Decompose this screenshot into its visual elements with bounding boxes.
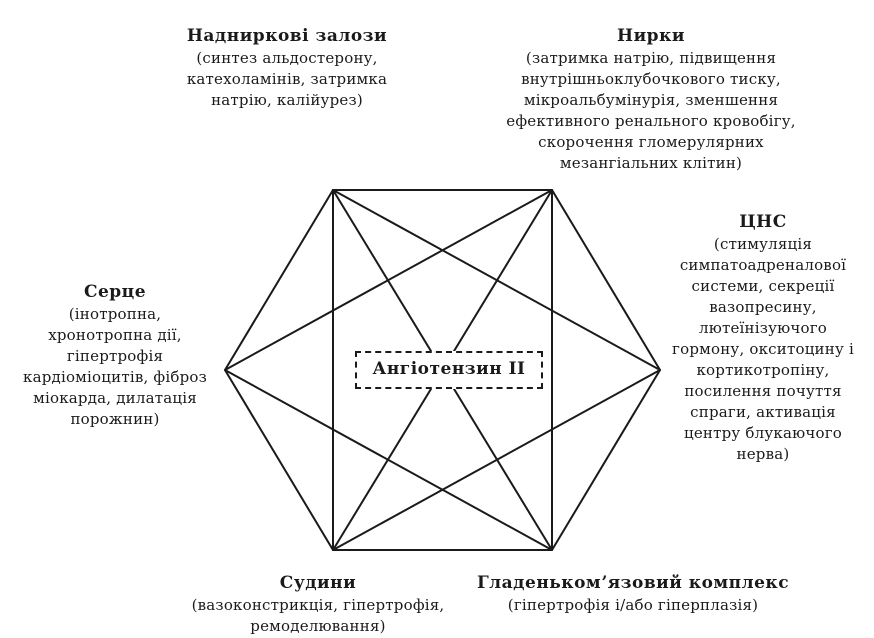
node-title: Судини: [279, 573, 357, 593]
node-title: Нирки: [617, 26, 685, 46]
node-description-line: (вазоконстрикція, гіпертрофія,: [191, 596, 445, 614]
node-description-line: (синтез альдостерону,: [196, 49, 378, 67]
node-description-line: кортикотропіну,: [696, 361, 830, 379]
node-description-line: мікроальбумінурія, зменшення: [523, 91, 779, 109]
node-description-line: внутрішньоклубочкового тиску,: [521, 70, 781, 88]
node-description-line: (гіпертрофія і/або гіперплазія): [507, 596, 759, 614]
node-description-line: мезангіальних клітин): [559, 154, 743, 172]
node-description-line: системи, секреції: [691, 277, 835, 295]
node-title: Гладенькомʼязовий комплекс: [476, 573, 790, 593]
node-kidneys: Нирки (затримка натрію, підвищення внутр…: [486, 24, 816, 174]
node-description-line: порожнин): [70, 410, 160, 428]
node-description-line: нерва): [736, 445, 790, 463]
node-description-line: посилення почуття: [684, 382, 842, 400]
node-title: Надниркові залози: [186, 26, 388, 46]
node-description-line: спраги, активація: [690, 403, 836, 421]
node-description-line: гормону, окситоцину і: [672, 340, 854, 358]
node-description-line: скорочення гломерулярних: [538, 133, 764, 151]
node-smooth-muscle-complex: Гладенькомʼязовий комплекс (гіпертрофія …: [468, 571, 798, 616]
node-description-line: катехоламінів, затримка: [186, 70, 388, 88]
node-cns: ЦНС (стимуляція симпатоадреналової систе…: [660, 210, 866, 465]
node-description-line: (затримка натрію, підвищення: [525, 49, 777, 67]
node-description-line: гіпертрофія: [66, 347, 164, 365]
node-description-line: хронотропна дії,: [48, 326, 182, 344]
node-description-line: (інотропна,: [68, 305, 162, 323]
node-adrenal-glands: Надниркові залози (синтез альдостерону, …: [172, 24, 402, 111]
node-title: ЦНС: [739, 212, 787, 232]
node-description-line: (стимуляція: [713, 235, 813, 253]
node-vessels: Судини (вазоконстрикція, гіпертрофія, ре…: [172, 571, 464, 637]
node-description-line: центру блукаючого: [683, 424, 842, 442]
node-heart: Серце (інотропна, хронотропна дії, гіпер…: [4, 280, 226, 430]
node-description-line: симпатоадреналової: [679, 256, 847, 274]
node-title: Серце: [83, 282, 147, 302]
node-description-line: кардіоміоцитів, фіброз: [23, 368, 207, 386]
node-description-line: натрію, калійурез): [211, 91, 363, 109]
node-description-line: вазопресину,: [709, 298, 817, 316]
node-description-line: ефективного ренального кровобігу,: [506, 112, 796, 130]
node-description-line: міокарда, дилатація: [33, 389, 197, 407]
node-description-line: лютеїнізуючого: [698, 319, 828, 337]
node-description-line: ремоделювання): [250, 617, 386, 635]
center-label-angiotensin: Ангіотензин II: [355, 351, 543, 389]
